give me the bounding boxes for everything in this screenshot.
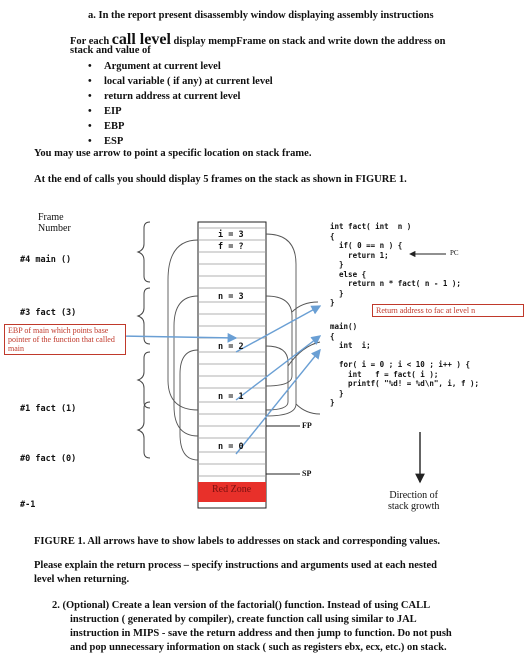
red-zone-block: [198, 482, 266, 502]
frame-label-fact0: #0 fact (0): [20, 454, 77, 464]
bullet-item: Argument at current level: [88, 59, 273, 74]
bullet-item: local variable ( if any) at current leve…: [88, 74, 273, 89]
optional-line-2: instruction ( generated by compiler), cr…: [70, 614, 417, 625]
frame-label-2: Number: [38, 223, 71, 234]
explain-line-1: Please explain the return process – spec…: [34, 560, 437, 571]
direction-label-1: Direction of: [389, 490, 438, 501]
cell-f: f = ?: [218, 242, 244, 252]
stack-cell-lines: [198, 227, 266, 477]
explain-line-2: level when returning.: [34, 574, 130, 585]
end-note: At the end of calls you should display 5…: [34, 174, 407, 185]
optional-line-4: and pop unnecessary information on stack…: [70, 642, 447, 653]
cell-n1: n = 1: [218, 392, 244, 402]
optional-line-1: 2. (Optional) Create a lean version of t…: [52, 600, 431, 611]
frame-label-1: Frame: [38, 212, 64, 223]
bullet-item: ESP: [88, 134, 273, 149]
direction-label: Direction of stack growth: [388, 490, 439, 512]
arrow-note: You may use arrow to point a specific lo…: [34, 148, 312, 159]
for-each-post: display mempFrame on stack and write dow…: [173, 36, 446, 47]
fp-label: FP: [302, 421, 312, 430]
stack-value-line: stack and value of: [70, 45, 151, 56]
cell-n0: n = 0: [218, 442, 244, 452]
bullet-item: return address at current level: [88, 89, 273, 104]
stack-diagram: [119, 221, 446, 509]
figure-1: Frame Number #4 main () #3 fact (3) #1 f…: [0, 200, 525, 530]
frame-braces: [136, 221, 151, 459]
heading-a: a. In the report present disassembly win…: [88, 10, 434, 21]
bullet-item: EBP: [88, 119, 273, 134]
pc-label: PC: [450, 249, 459, 257]
ebp-note: EBP of main which points base pointer of…: [4, 324, 126, 355]
return-address-note: Return address to fac at level n: [372, 304, 524, 317]
stack-column: [197, 221, 267, 509]
optional-line-3: instruction in MIPS - save the return ad…: [70, 628, 452, 639]
frame-number-header: Frame Number: [38, 212, 71, 234]
figure-caption: FIGURE 1. All arrows have to show labels…: [34, 536, 441, 547]
frame-label-fact3: #3 fact (3): [20, 308, 77, 318]
code-main: main() { int i; for( i = 0 ; i < 10 ; i+…: [330, 322, 480, 407]
frame-label-minus1: #-1: [20, 500, 36, 510]
blue-arrows: [119, 305, 322, 455]
frame-label-main: #4 main (): [20, 255, 72, 265]
for-each-pre: For each: [70, 36, 110, 47]
cell-i: i = 3: [218, 230, 244, 240]
bullet-item: EIP: [88, 104, 273, 119]
for-each-line: For each call level display mempFrame on…: [70, 31, 445, 49]
cell-n2: n = 2: [218, 342, 244, 352]
call-level-text: call level: [111, 31, 171, 48]
code-fact: int fact( int n ) { if( 0 == n ) { retur…: [330, 222, 461, 307]
direction-label-2: stack growth: [388, 501, 440, 512]
sp-label: SP: [302, 469, 312, 478]
bullet-list: Argument at current level local variable…: [88, 59, 273, 149]
frame-label-fact1: #1 fact (1): [20, 404, 77, 414]
red-zone-label: Red Zone: [212, 484, 252, 495]
cell-n3: n = 3: [218, 292, 244, 302]
